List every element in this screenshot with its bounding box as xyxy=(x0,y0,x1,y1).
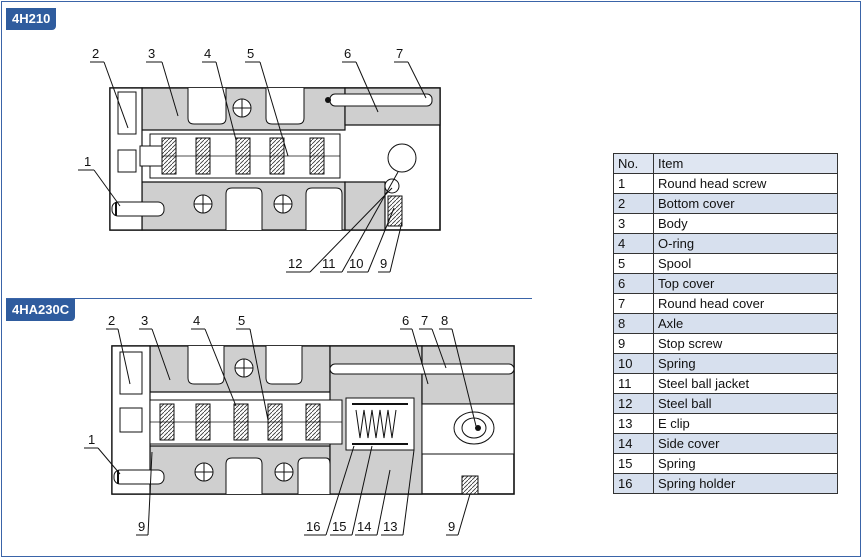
callout-7: 7 xyxy=(396,46,403,61)
callout-1: 1 xyxy=(84,154,91,169)
part-name: Bottom cover xyxy=(653,193,838,214)
callout-11: 11 xyxy=(322,256,336,271)
callouts-bottom: 2 3 4 5 6 7 8 1 9 16 15 14 13 9 xyxy=(84,313,477,536)
part-name: Steel ball xyxy=(653,393,838,414)
callout-14: 14 xyxy=(357,519,371,534)
valve-drawing-bottom xyxy=(111,345,515,495)
part-name: Body xyxy=(653,213,838,234)
part-number: 9 xyxy=(613,333,654,354)
callout-9: 9 xyxy=(380,256,387,271)
part-number: 8 xyxy=(613,313,654,334)
callout-3: 3 xyxy=(148,46,155,61)
section-divider xyxy=(6,298,532,299)
callout-8: 8 xyxy=(441,313,448,328)
callout-10: 10 xyxy=(349,256,363,271)
callout-4: 4 xyxy=(193,313,200,328)
part-name: Round head screw xyxy=(653,173,838,194)
callout-3: 3 xyxy=(141,313,148,328)
model-label-bottom: 4HA230C xyxy=(6,299,76,321)
callout-9-left: 9 xyxy=(138,519,145,534)
part-name: Spool xyxy=(653,253,838,274)
part-number: 13 xyxy=(613,413,654,434)
callout-12: 12 xyxy=(288,256,302,271)
callout-6: 6 xyxy=(344,46,351,61)
callout-15: 15 xyxy=(332,519,346,534)
callout-2: 2 xyxy=(92,46,99,61)
part-number: 6 xyxy=(613,273,654,294)
part-number: 2 xyxy=(613,193,654,214)
part-name: Spring xyxy=(653,453,838,474)
part-name: E clip xyxy=(653,413,838,434)
part-name: Spring xyxy=(653,353,838,374)
part-number: 1 xyxy=(613,173,654,194)
table-header-row: No. Item xyxy=(613,153,838,174)
part-number: 5 xyxy=(613,253,654,274)
callout-5: 5 xyxy=(238,313,245,328)
callout-2: 2 xyxy=(108,313,115,328)
part-name: Axle xyxy=(653,313,838,334)
callout-9-right: 9 xyxy=(448,519,455,534)
part-number: 14 xyxy=(613,433,654,454)
part-name: Spring holder xyxy=(653,473,838,494)
callout-6: 6 xyxy=(402,313,409,328)
part-number: 15 xyxy=(613,453,654,474)
callout-1: 1 xyxy=(88,432,95,447)
part-name: O-ring xyxy=(653,233,838,254)
column-header-no: No. xyxy=(613,153,654,174)
part-name: Top cover xyxy=(653,273,838,294)
part-name: Stop screw xyxy=(653,333,838,354)
valve-drawing-top xyxy=(109,87,441,231)
callout-13: 13 xyxy=(383,519,397,534)
callout-5: 5 xyxy=(247,46,254,61)
part-name: Round head cover xyxy=(653,293,838,314)
part-number: 12 xyxy=(613,393,654,414)
part-number: 10 xyxy=(613,353,654,374)
part-name: Side cover xyxy=(653,433,838,454)
model-label-top: 4H210 xyxy=(6,8,57,30)
part-number: 16 xyxy=(613,473,654,494)
callout-7: 7 xyxy=(421,313,428,328)
callout-4: 4 xyxy=(204,46,211,61)
part-number: 3 xyxy=(613,213,654,234)
callouts-top: 2 3 4 5 6 7 1 12 11 10 9 xyxy=(78,46,427,273)
part-number: 4 xyxy=(613,233,654,254)
column-header-item: Item xyxy=(653,153,838,174)
part-number: 11 xyxy=(613,373,654,394)
part-name: Steel ball jacket xyxy=(653,373,838,394)
callout-16: 16 xyxy=(306,519,320,534)
part-number: 7 xyxy=(613,293,654,314)
